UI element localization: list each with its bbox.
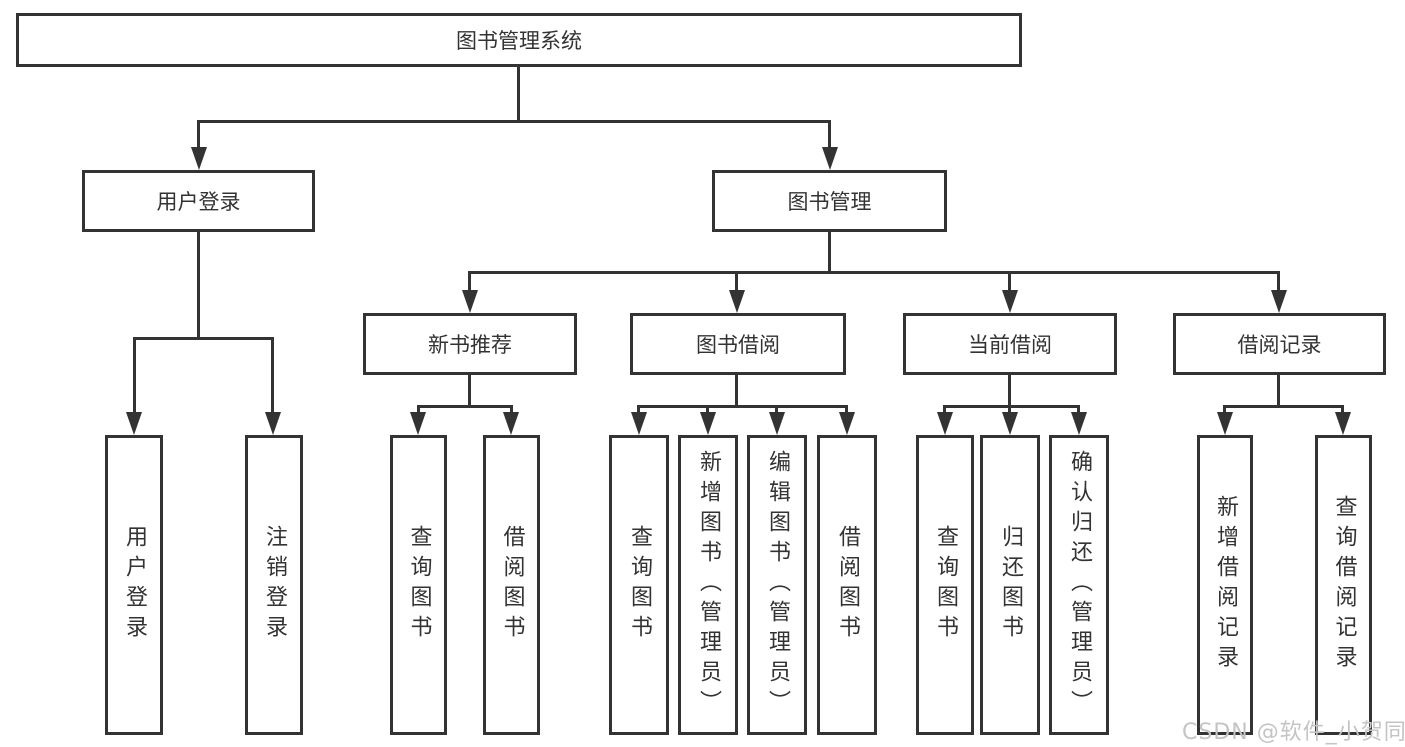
connector-line (1008, 273, 1011, 293)
connector-line (735, 273, 738, 293)
arrowhead-down (265, 412, 281, 435)
node-root-label: 图书管理系统 (456, 29, 582, 53)
connector-line (637, 405, 848, 408)
connector-line (1008, 375, 1011, 406)
node-borrowing-records: 借阅记录 (1173, 313, 1386, 375)
node-current-borrowing: 当前借阅 (903, 313, 1117, 375)
arrowhead-down (1002, 290, 1018, 313)
arrowhead-down (729, 290, 745, 313)
node-book-borrowing-label: 图书借阅 (696, 333, 780, 357)
leaf-borrow-books-recommend-label: 借阅图书 (499, 525, 525, 645)
leaf-confirm-return-admin-label: 确认归还（管理员） (1067, 450, 1092, 720)
arrowhead-down (410, 412, 426, 435)
connector-line (845, 405, 848, 417)
node-user-login-label: 用户登录 (156, 190, 241, 214)
connector-line (1341, 405, 1344, 417)
watermark: CSDN @软件_小贺同学 (1182, 720, 1405, 745)
node-new-book-recommend-label: 新书推荐 (428, 333, 512, 357)
connector-line (637, 405, 640, 417)
leaf-query-books-recommend-label: 查询图书 (406, 525, 432, 645)
leaf-add-books-admin: 新增图书（管理员） (678, 435, 738, 735)
leaf-add-books-admin-label: 新增图书（管理员） (696, 450, 721, 720)
leaf-edit-books-admin: 编辑图书（管理员） (747, 435, 807, 735)
leaf-confirm-return-admin: 确认归还（管理员） (1049, 435, 1109, 735)
arrowhead-down (503, 412, 519, 435)
connector-line (828, 232, 831, 274)
connector-line (1277, 375, 1280, 406)
connector-line (943, 405, 1080, 408)
connector-line (271, 339, 274, 415)
connector-line (828, 121, 831, 150)
connector-line (133, 339, 136, 415)
connector-line (417, 405, 513, 408)
connector-line (197, 121, 200, 150)
leaf-user-login: 用户登录 (105, 435, 163, 735)
node-book-management: 图书管理 (712, 170, 947, 232)
node-borrowing-records-label: 借阅记录 (1237, 333, 1322, 357)
node-book-management-label: 图书管理 (787, 190, 872, 214)
leaf-query-borrow-record-label: 查询借阅记录 (1331, 495, 1357, 675)
leaf-query-books-recommend: 查询图书 (390, 435, 447, 735)
leaf-logout: 注销登录 (245, 435, 303, 735)
connector-line (517, 67, 520, 122)
connector-line (775, 405, 778, 417)
connector-line (1008, 405, 1011, 417)
leaf-add-borrow-record-label: 新增借阅记录 (1213, 495, 1238, 675)
connector-line (133, 337, 274, 340)
node-new-book-recommend: 新书推荐 (363, 313, 577, 375)
connector-line (1077, 405, 1080, 417)
leaf-query-borrow-record: 查询借阅记录 (1315, 435, 1372, 735)
leaf-user-login-label: 用户登录 (122, 525, 147, 645)
node-user-login: 用户登录 (82, 170, 315, 232)
connector-line (510, 405, 513, 417)
connector-line (943, 405, 946, 417)
arrowhead-down (1071, 412, 1087, 435)
arrowhead-down (839, 412, 855, 435)
node-book-borrowing: 图书借阅 (630, 313, 846, 375)
leaf-borrow-books-label: 借阅图书 (835, 525, 860, 645)
connector-line (468, 271, 1280, 274)
arrowhead-down (700, 412, 716, 435)
arrowhead-down (1335, 412, 1351, 435)
leaf-return-books-label: 归还图书 (998, 525, 1023, 645)
arrowhead-down (1002, 412, 1018, 435)
arrowhead-down (631, 412, 647, 435)
arrowhead-down (191, 147, 207, 170)
leaf-borrow-books-recommend: 借阅图书 (483, 435, 540, 735)
leaf-query-books-borrowing-label: 查询图书 (627, 525, 652, 645)
connector-line (468, 273, 471, 293)
connector-line (1223, 405, 1344, 408)
arrowhead-down (937, 412, 953, 435)
node-root: 图书管理系统 (16, 13, 1022, 67)
leaf-edit-books-admin-label: 编辑图书（管理员） (765, 450, 790, 720)
arrowhead-down (462, 290, 478, 313)
connector-line (1277, 273, 1280, 293)
connector-line (197, 232, 200, 339)
arrowhead-down (769, 412, 785, 435)
leaf-add-borrow-record: 新增借阅记录 (1197, 435, 1253, 735)
leaf-logout-label: 注销登录 (262, 525, 287, 645)
arrowhead-down (1271, 290, 1287, 313)
connector-line (735, 375, 738, 406)
leaf-return-books: 归还图书 (980, 435, 1040, 735)
connector-line (417, 405, 420, 417)
arrowhead-down (126, 412, 142, 435)
node-current-borrowing-label: 当前借阅 (968, 333, 1052, 357)
leaf-query-books-current-label: 查询图书 (933, 525, 958, 645)
connector-line (706, 405, 709, 417)
connector-line (468, 375, 471, 406)
leaf-borrow-books: 借阅图书 (817, 435, 877, 735)
arrowhead-down (1217, 412, 1233, 435)
leaf-query-books-current: 查询图书 (916, 435, 974, 735)
connector-line (1223, 405, 1226, 417)
leaf-query-books-borrowing: 查询图书 (609, 435, 669, 735)
connector-line (197, 120, 831, 123)
arrowhead-down (822, 147, 838, 170)
